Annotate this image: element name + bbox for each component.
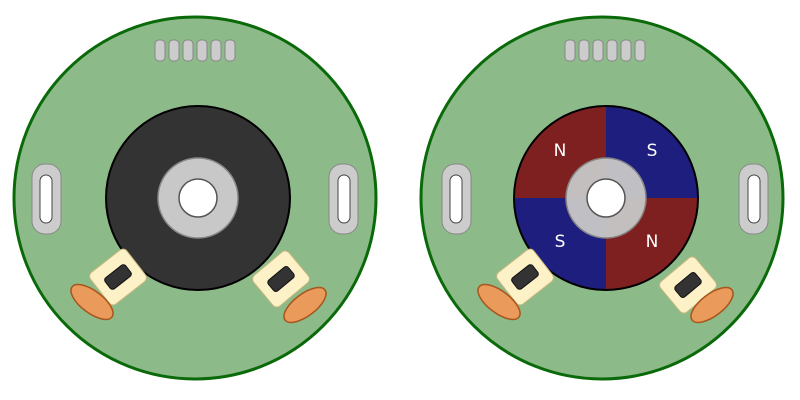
left-mounting-slot-right <box>328 163 359 235</box>
right-mounting-slot-right <box>738 163 769 235</box>
left-mounting-slot-left <box>31 163 62 235</box>
connector-pin <box>592 39 604 62</box>
pole-label-top-right: S <box>647 141 658 161</box>
right-capacitor-1 <box>477 283 521 321</box>
connector-pin <box>634 39 646 62</box>
left-encoder <box>12 15 378 381</box>
left-connector-pins <box>154 39 236 62</box>
left-hall-sensor-2 <box>252 250 310 308</box>
slot-hole <box>747 174 761 224</box>
left-capacitor-2 <box>283 286 327 324</box>
right-connector-pins <box>564 39 646 62</box>
left-hall-sensor-1 <box>89 248 147 306</box>
connector-pin <box>182 39 194 62</box>
connector-pin <box>196 39 208 62</box>
pole-label-top-left: N <box>554 141 567 161</box>
right-mounting-slot-left <box>441 163 472 235</box>
connector-pin <box>224 39 236 62</box>
connector-pin <box>210 39 222 62</box>
slot-hole <box>449 174 463 224</box>
connector-pin <box>620 39 632 62</box>
left-capacitor-1 <box>70 283 114 321</box>
sensor-chip <box>104 264 132 290</box>
right-hall-sensor-1 <box>496 248 554 306</box>
connector-pin <box>564 39 576 62</box>
pole-label-bottom-left: S <box>555 232 566 252</box>
left-shaft-bore <box>178 178 218 218</box>
connector-pin <box>154 39 166 62</box>
sensor-chip <box>267 266 295 292</box>
pole-label-bottom-right: N <box>646 232 659 252</box>
sensor-chip <box>511 264 539 290</box>
right-magnet-outline <box>513 105 699 291</box>
right-shaft-bore <box>586 178 626 218</box>
slot-hole <box>39 174 53 224</box>
slot-hole <box>337 174 351 224</box>
sensor-chip <box>674 272 702 298</box>
connector-pin <box>168 39 180 62</box>
right-capacitor-2 <box>690 286 734 324</box>
right-encoder: N S S N <box>419 15 785 381</box>
connector-pin <box>606 39 618 62</box>
connector-pin <box>578 39 590 62</box>
